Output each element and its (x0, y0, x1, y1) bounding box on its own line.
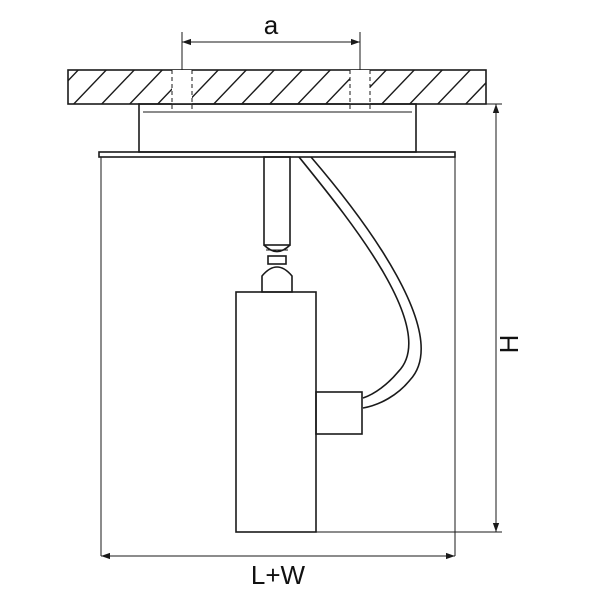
hatch-line (212, 70, 248, 104)
dimension-width: L+W (101, 552, 455, 590)
hatch-line (72, 70, 108, 104)
hatch-line (464, 81, 486, 104)
dimension-h: H (492, 104, 524, 532)
dimension-a: a (181, 10, 361, 70)
power-cable (298, 156, 422, 409)
lamp-body (235, 291, 363, 533)
hatch-line (240, 70, 276, 104)
hatch-line (128, 70, 164, 104)
ceiling-slab (67, 64, 560, 110)
dimension-width-label: L+W (251, 560, 306, 590)
hatch-line (408, 70, 444, 104)
swivel-arm (261, 156, 293, 293)
mounting-hole-right (349, 70, 371, 112)
hatch-line (68, 70, 80, 82)
canopy (98, 103, 456, 158)
hatch-line (100, 70, 136, 104)
hatch-line (268, 70, 304, 104)
hatch-line (488, 64, 532, 110)
hatch-line (516, 64, 560, 110)
hatch-line (296, 70, 332, 104)
hatch-line (436, 70, 472, 104)
overall-outline (100, 103, 502, 556)
dimension-h-label: H (494, 335, 524, 354)
mounting-hole-left (171, 70, 193, 112)
dimension-a-label: a (264, 10, 279, 40)
hatch-line (380, 70, 416, 104)
